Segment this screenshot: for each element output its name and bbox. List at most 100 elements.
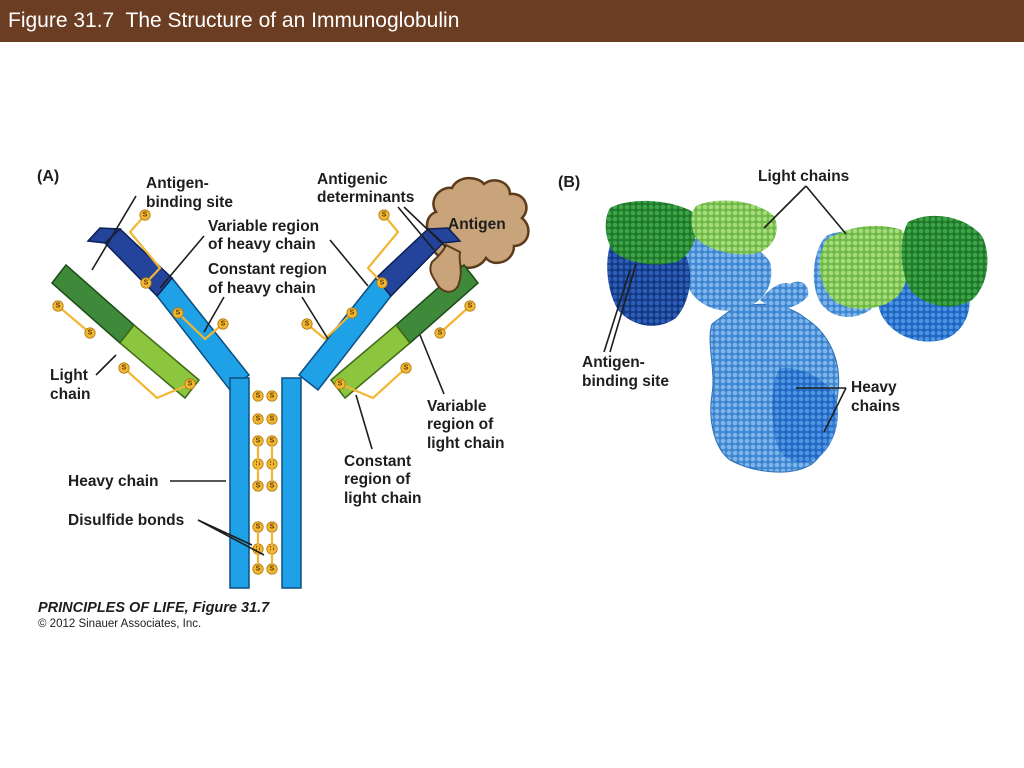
disulfide-sulfur [252,413,264,425]
disulfide-sulfur-letter: S [256,393,261,400]
pointer-constant-light [355,394,373,450]
disulfide-sulfur-letter: S [438,330,443,337]
antigen-label: Antigen [448,216,506,233]
disulfide-sulfur [301,318,313,330]
pointer-constant-heavy-right [301,296,329,340]
pointer-antigen-binding-site [91,195,137,271]
pointer-variable-heavy-right [329,239,369,287]
disulfide-sulfur [139,209,151,221]
label-light-chains: Light chains [758,168,849,185]
disulfide-sulfur-letter: S [256,524,261,531]
disulfide-sulfur [184,378,196,390]
protein-right-light-green [901,215,988,307]
protein-hinge [760,281,809,312]
disulfide-sulfur [266,563,278,575]
protein-right-light-lightgreen [819,225,910,309]
disulfide-sulfur [376,277,388,289]
disulfide-sulfur-letter: S [176,310,181,317]
protein-left-light-green [605,200,698,265]
disulfide-sulfur-letter: S [270,393,275,400]
protein-left-light-lightgreen [691,200,777,255]
pointer-antigenic-determinants [397,206,447,251]
panel-b: (B) Light chains Antigen-binding site He… [558,168,988,473]
disulfide-sulfur-letter: S [188,381,193,388]
pointer-heavy-chains [796,387,847,433]
disulfide-sulfur-letter: S [256,438,261,445]
disulfide-sulfur-letter: S [256,483,261,490]
disulfide-sulfur [434,327,446,339]
disulfide-bridge [339,367,407,400]
disulfide-sulfur-letter: S [270,566,275,573]
disulfide-sulfur-letter: S [305,321,310,328]
disulfide-sulfur-letter: S [56,303,61,310]
disulfide-sulfur [252,435,264,447]
disulfide-sulfur-letter: S [221,321,226,328]
disulfide-bridge [123,367,191,400]
credit-book: PRINCIPLES OF LIFE, Figure 31.7 [38,600,270,616]
credit-copyright: © 2012 Sinauer Associates, Inc. [38,618,201,630]
protein-heavy-chain-dark-lobe [772,367,838,463]
disulfide-sulfur [266,390,278,402]
disulfide-sulfur [252,390,264,402]
disulfide-sulfur-letter: S [122,365,127,372]
disulfide-sulfur [266,480,278,492]
disulfide-sulfur [84,327,96,339]
disulfide-sulfur [266,413,278,425]
disulfide-sulfur-letter: S [350,310,355,317]
heavy-chain-left-tip [86,227,122,244]
disulfide-sulfur [252,563,264,575]
antigen-blob [425,176,530,269]
disulfide-sulfur-letter: S [144,280,149,287]
disulfide-sulfur-letter: S [382,212,387,219]
disulfide-sulfur [140,277,152,289]
disulfide-sulfur [346,307,358,319]
disulfide-sulfur [266,521,278,533]
heavy-chain-left-stem [229,377,250,589]
panel-a-label: (A) [37,168,59,185]
panel-a: (A) Antigen SSSSSSSSSSSSSSSSSSSSSSSSSSSS… [37,168,530,630]
disulfide-sulfur [172,307,184,319]
disulfide-sulfur [252,480,264,492]
disulfide-sulfur [52,300,64,312]
disulfide-sulfur-letter: S [88,330,93,337]
pointer-b-antigen-binding-site [603,263,637,353]
heavy-chain-right-stem [281,377,302,589]
light-chain-left-constant [118,323,201,400]
disulfide-sulfur [400,362,412,374]
disulfide-sulfur-letter: S [270,416,275,423]
pointer-variable-light [419,334,445,395]
title-bar: Figure 31.7 The Structure of an Immunogl… [0,0,1024,42]
disulfide-bridge [366,214,400,284]
disulfide-bridge [177,312,224,341]
disulfide-sulfur [252,521,264,533]
disulfide-sulfur-letter: S [380,280,385,287]
label-disulfide-bonds: Disulfide bonds [68,512,184,529]
disulfide-sulfur [217,318,229,330]
pointer-constant-heavy-left [203,296,225,333]
disulfide-sulfur-letter: S [270,524,275,531]
antigenic-determinant [429,243,462,293]
disulfide-sulfur-letter: S [338,381,343,388]
disulfide-bridge [306,312,353,341]
disulfide-bridge [57,305,91,334]
disulfide-sulfur-letter: S [256,416,261,423]
pointer-light-chain [95,354,117,376]
protein-left-fab-heavy [682,236,772,311]
disulfide-bridge [439,305,471,334]
disulfide-sulfur-letter: S [404,365,409,372]
pointer-disulfide-bonds [197,519,265,556]
label-antigen-binding-site: Antigen-binding site [146,175,233,211]
disulfide-sulfur [464,300,476,312]
disulfide-sulfur [118,362,130,374]
disulfide-sulfur-letter: S [256,566,261,573]
panel-b-label: (B) [558,174,580,191]
disulfide-sulfur [266,435,278,447]
light-chain-right-constant [329,323,412,400]
